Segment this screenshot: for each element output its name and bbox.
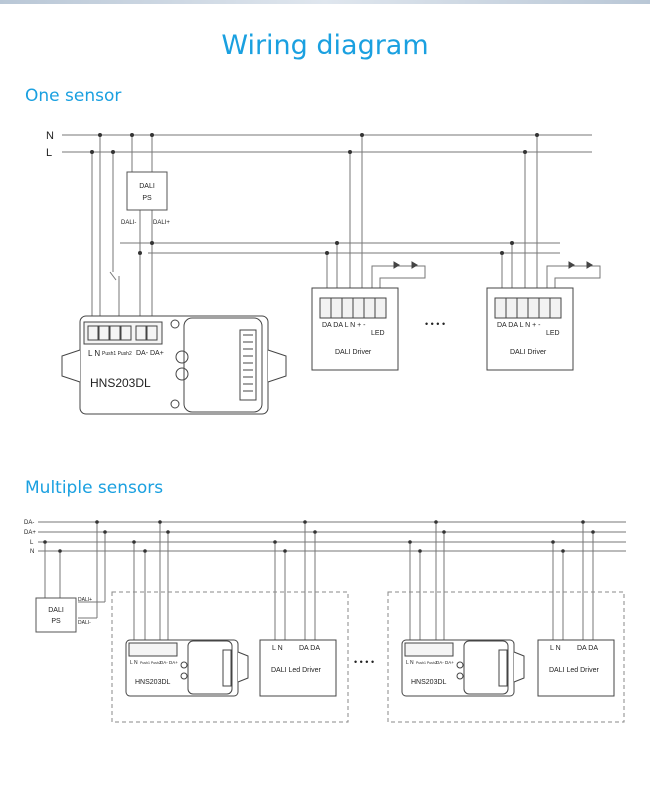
sensor-da-label: DA- DA+ (136, 350, 164, 357)
sensor-hns203dl: L N Push1 Push2 DA- DA+ HNS203DL (61, 315, 287, 415)
top-bar (0, 0, 650, 4)
multi-sensor-push: Push1 Push2 (416, 661, 437, 665)
multi-ps-label: DALI (48, 607, 64, 614)
multi-sensor-push: Push1 Push2 (140, 661, 161, 665)
multi-sensor-da: DA- DA+ (160, 660, 178, 665)
multi-driver-name: DALI Led Driver (271, 667, 321, 674)
one-sensor-diagram (62, 134, 601, 318)
multi-driver-dada: DA DA (299, 645, 320, 652)
multi-sensor-diagram (38, 521, 626, 723)
ellipsis-one: • • • • (425, 319, 445, 329)
multi-driver-2: L N DA DA DALI Led Driver (537, 639, 615, 697)
driver-led-label: LED (546, 330, 560, 337)
multi-ps-plus-label: DALI+ (78, 597, 92, 603)
driver-name-label: DALI Driver (510, 349, 547, 356)
dali-plus-label: DALI+ (153, 220, 170, 226)
sensor-model-label: HNS203DL (90, 376, 151, 390)
label-n-bus: N (30, 549, 34, 555)
driver-led-label: LED (371, 330, 385, 337)
multi-driver-1: L N DA DA DALI Led Driver (259, 639, 337, 697)
multi-sensor-model: HNS203DL (411, 679, 447, 686)
multi-sensor-terminal: L N (130, 660, 138, 666)
dali-ps-label: DALI (139, 183, 155, 190)
dali-driver-1: DA DA L N + - LED DALI Driver (311, 287, 399, 371)
dali-driver-2: DA DA L N + - LED DALI Driver (486, 287, 574, 371)
dali-ps-box (126, 171, 168, 211)
multi-sensor-2: L N Push1 Push2 DA- DA+ HNS203DL (401, 639, 525, 697)
multi-driver-ln: L N (272, 645, 283, 652)
label-da-minus: DA- (24, 520, 34, 526)
multi-sensor-terminal: L N (406, 660, 414, 666)
driver-terminal-label: DA DA L N + - (322, 322, 366, 329)
label-da-plus: DA+ (24, 530, 36, 536)
label-l: L (46, 147, 52, 159)
multi-dali-ps-box (35, 597, 77, 633)
sensor-push-label: Push1 Push2 (102, 351, 132, 357)
multi-driver-ln: L N (550, 645, 561, 652)
multi-driver-name: DALI Led Driver (549, 667, 599, 674)
dali-ps-label-2: PS (142, 195, 152, 202)
led-symbols (393, 261, 593, 269)
multi-sensor-1: L N Push1 Push2 DA- DA+ HNS203DL (125, 639, 249, 697)
driver-name-label: DALI Driver (335, 349, 372, 356)
label-n: N (46, 130, 54, 142)
multi-driver-dada: DA DA (577, 645, 598, 652)
section-multiple-sensors: Multiple sensors (25, 478, 164, 498)
section-one-sensor: One sensor (25, 86, 122, 106)
multi-ps-minus-label: DALI- (78, 620, 91, 626)
ellipsis-multi: • • • • (354, 657, 374, 667)
sensor-terminal-label: L N (88, 349, 100, 358)
dali-minus-label: DALI- (121, 220, 136, 226)
multi-junctions (43, 520, 595, 553)
one-sensor-junctions (90, 133, 539, 255)
multi-ps-label-2: PS (51, 618, 61, 625)
driver-terminal-label: DA DA L N + - (497, 322, 541, 329)
label-l-bus: L (30, 540, 34, 546)
page-title: Wiring diagram (221, 30, 429, 61)
multi-sensor-model: HNS203DL (135, 679, 171, 686)
multi-sensor-da: DA- DA+ (436, 660, 454, 665)
